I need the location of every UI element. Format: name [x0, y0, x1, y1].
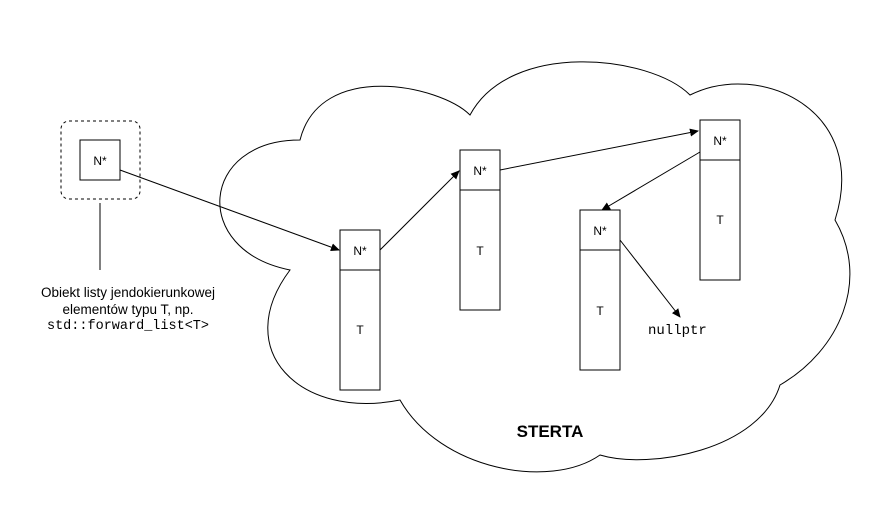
head-pointer-label: N* — [93, 154, 107, 168]
list-object-frame — [60, 120, 141, 200]
arrow-node-4-to-node-3 — [601, 151, 701, 211]
node-3-value-label: T — [596, 304, 604, 318]
list-node-4: N* T — [699, 119, 741, 281]
node-2-pointer-label: N* — [473, 164, 487, 178]
node-4-pointer-cell — [699, 119, 741, 161]
node-2-value-label: T — [476, 244, 484, 258]
node-3-pointer-label: N* — [593, 224, 607, 238]
node-1-value-cell — [339, 269, 381, 391]
nullptr-label: nullptr — [648, 323, 707, 339]
head-pointer-cell — [79, 139, 121, 181]
node-4-pointer-label: N* — [713, 134, 727, 148]
caption-line-1: Obiekt listy jendokierunkowej — [40, 285, 216, 300]
node-3-value-cell — [579, 249, 621, 371]
node-2-value-cell — [459, 189, 501, 311]
node-4-value-cell — [699, 159, 741, 281]
heap-cloud — [219, 61, 851, 473]
list-node-2: N* T — [459, 149, 501, 311]
node-3-pointer-cell — [579, 209, 621, 251]
list-node-3: N* T — [579, 209, 621, 371]
arrow-head-to-node-1 — [119, 169, 340, 252]
arrow-node-2-to-node-4 — [499, 128, 699, 171]
caption-line-3: std::forward_list<T> — [46, 319, 210, 334]
node-1-pointer-label: N* — [353, 244, 367, 258]
list-node-1: N* T — [339, 229, 381, 391]
node-4-value-label: T — [716, 213, 724, 227]
arrow-node-1-to-node-2 — [379, 170, 460, 251]
list-object-caption: Obiekt listy jendokierunkowej elementów … — [0, 284, 256, 335]
arrow-node-3-to-nullptr — [619, 239, 681, 318]
heap-label: STERTA — [517, 422, 584, 441]
caption-line-2: elementów typu T, np. — [62, 302, 194, 317]
node-1-value-label: T — [356, 323, 364, 337]
